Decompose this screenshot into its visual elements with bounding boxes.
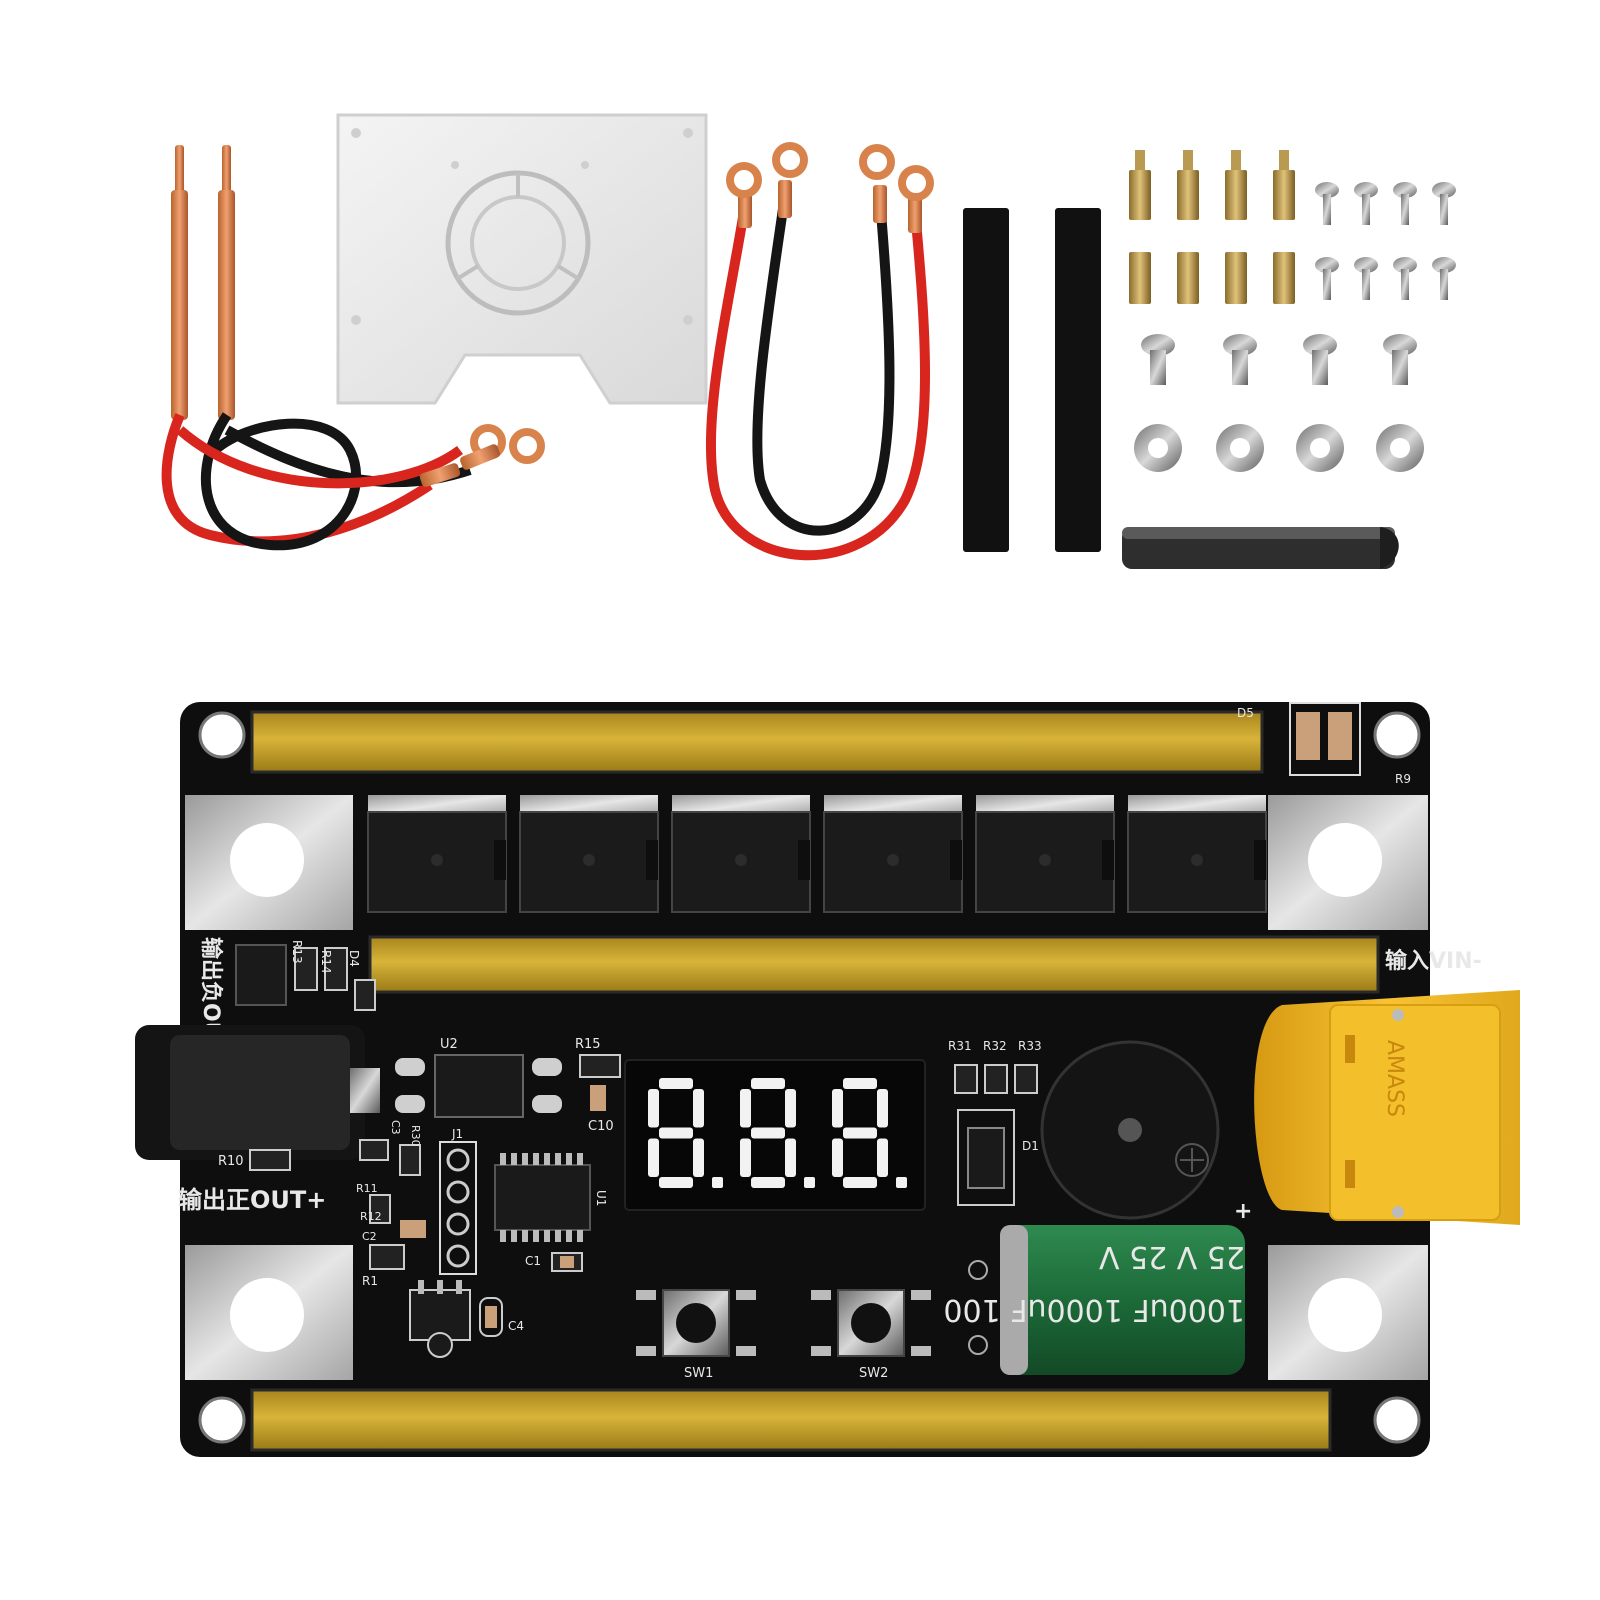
label-vin-neg: 输入VIN- — [1385, 948, 1482, 974]
capacitor-line1: 25 V 25 V — [1099, 1239, 1245, 1274]
mosfet-row — [367, 795, 1267, 913]
label-r15: R15 — [575, 1037, 601, 1052]
label-d1: D1 — [1022, 1139, 1039, 1153]
label-r12: R12 — [360, 1210, 382, 1223]
label-d4: D4 — [347, 950, 361, 967]
display-digit — [740, 1078, 815, 1188]
label-d5: D5 — [1237, 706, 1254, 720]
seven-segment-display: 8.8.8. — [624, 1059, 926, 1211]
display-digit — [648, 1078, 723, 1188]
heat-shrink-tubes — [963, 208, 1101, 552]
acrylic-cover-plate — [336, 113, 708, 405]
label-u2: U2 — [440, 1037, 458, 1052]
spot-welder-pcb: D5 R9 R13 R14 D4 输出负OUT- U2 R15 C10 J1 — [135, 702, 1520, 1457]
dc-barrel-jack — [135, 1025, 380, 1160]
sw1-button[interactable] — [636, 1289, 756, 1357]
welding-pen-pair — [161, 145, 545, 551]
label-r31: R31 — [948, 1039, 972, 1053]
output-pad-bottom-left — [185, 1245, 353, 1380]
mosfet — [975, 795, 1115, 913]
nickel-strip-roll — [1122, 527, 1399, 569]
label-sw2: SW2 — [859, 1366, 888, 1381]
buzzer — [1040, 1040, 1220, 1220]
label-r1: R1 — [362, 1274, 378, 1288]
electrolytic-capacitor: 25 V 25 V 1000uF 1000uF 100 — [943, 1225, 1245, 1375]
label-c10: C10 — [588, 1119, 614, 1134]
label-sw1: SW1 — [684, 1366, 713, 1381]
brass-standoffs — [1129, 150, 1295, 304]
label-out-pos: 输出正OUT+ — [178, 1186, 326, 1214]
label-r11: R11 — [356, 1182, 378, 1195]
label-r33: R33 — [1018, 1039, 1042, 1053]
nuts — [1134, 424, 1424, 472]
mosfet — [823, 795, 963, 913]
capacitor-line2: 1000uF 1000uF 100 — [943, 1292, 1245, 1327]
label-c1: C1 — [525, 1254, 541, 1268]
label-r30: R30 — [409, 1125, 422, 1147]
mosfet — [367, 795, 507, 913]
label-r14: R14 — [319, 950, 333, 974]
label-c4: C4 — [508, 1319, 524, 1333]
battery-cable-pair — [705, 142, 934, 561]
label-r13: R13 — [290, 940, 304, 964]
xt60-brand: AMASS — [1382, 1040, 1407, 1117]
display-digit — [832, 1078, 907, 1188]
input-pad-top-right — [1268, 795, 1428, 930]
label-r32: R32 — [983, 1039, 1007, 1053]
mosfet — [519, 795, 659, 913]
u1-microcontroller — [494, 1153, 591, 1242]
label-r10: R10 — [218, 1154, 244, 1169]
mosfet — [671, 795, 811, 913]
input-pad-bottom-right — [1268, 1245, 1428, 1380]
label-c3: C3 — [389, 1120, 402, 1135]
sw2-button[interactable] — [811, 1289, 931, 1357]
label-plus: + — [1234, 1199, 1252, 1224]
label-c2: C2 — [362, 1230, 377, 1243]
label-u1: U1 — [594, 1190, 608, 1206]
output-pad-top-left — [185, 795, 353, 930]
label-r9: R9 — [1395, 772, 1411, 786]
mosfet — [1127, 795, 1267, 913]
display-text: 8.8.8. — [640, 1077, 644, 1079]
label-j1: J1 — [451, 1127, 463, 1141]
screws — [1141, 182, 1456, 385]
xt60-connector: AMASS — [1254, 990, 1520, 1225]
